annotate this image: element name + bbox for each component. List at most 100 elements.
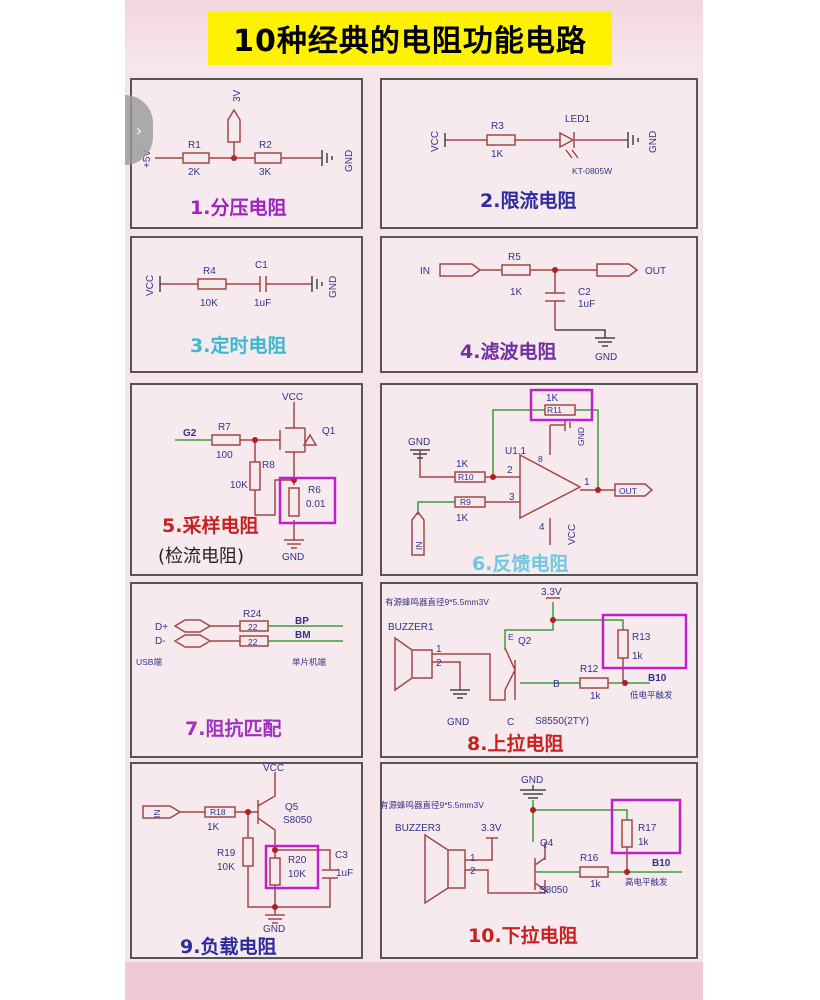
panel-title: 8.上拉电阻 xyxy=(467,732,563,755)
label: R11 xyxy=(547,405,562,415)
label: VCC xyxy=(430,131,441,152)
label: GND xyxy=(595,352,617,363)
label: 4 xyxy=(539,522,545,533)
panel-title: 6.反馈电阻 xyxy=(472,552,568,575)
label: R1 xyxy=(188,140,201,151)
label: 3V xyxy=(232,89,243,102)
label: 低电平触发 xyxy=(630,690,673,700)
label: BUZZER1 xyxy=(388,622,434,633)
label: R10 xyxy=(458,472,474,482)
label: E xyxy=(508,632,514,642)
label: 2K xyxy=(188,167,201,178)
panel-filter xyxy=(380,236,698,373)
label: 2 xyxy=(436,658,442,669)
label: BUZZER3 xyxy=(395,823,441,834)
label: 1k xyxy=(590,879,602,890)
panel-pullup xyxy=(380,582,698,758)
label: 22 xyxy=(248,622,258,632)
label: R6 xyxy=(308,485,321,496)
panel-title: 5.采样电阻 xyxy=(162,514,258,537)
label: B xyxy=(553,679,560,690)
circuit-9: VCC IN R18 1K Q5 S8050 R19 10K R20 10K C… xyxy=(142,763,353,958)
label: GND xyxy=(263,924,285,935)
label: GND xyxy=(344,150,355,172)
label: 1K xyxy=(456,513,469,524)
panel-title: 3.定时电阻 xyxy=(190,334,286,357)
label: R3 xyxy=(491,121,504,132)
label: B10 xyxy=(648,673,667,684)
label: C2 xyxy=(578,287,591,298)
label: 1K xyxy=(510,287,523,298)
label: R9 xyxy=(460,497,471,507)
label: OUT xyxy=(619,486,637,496)
label: VCC xyxy=(263,763,284,774)
label: 22 xyxy=(248,637,258,647)
label: 10K xyxy=(217,862,235,873)
label: OUT xyxy=(645,266,666,277)
label: Q2 xyxy=(518,636,532,647)
circuit-10: GND 有源蜂鸣器直径9*5.5mm3V BUZZER3 3.3V 1 2 Q4… xyxy=(380,775,682,947)
label: GND xyxy=(576,427,586,446)
label: GND xyxy=(521,775,543,786)
panel-current-limit xyxy=(380,78,698,229)
label: B10 xyxy=(652,858,671,869)
panel-title: 7.阻抗匹配 xyxy=(185,717,281,740)
label: Q4 xyxy=(540,838,554,849)
label: GND xyxy=(282,552,304,563)
label: +5V xyxy=(142,150,153,168)
label: Q1 xyxy=(322,426,336,437)
label: S8550(2TY) xyxy=(535,716,589,727)
page-title: 10种经典的电阻功能电路 xyxy=(233,24,587,59)
label: S8050 xyxy=(283,815,312,826)
label: IN xyxy=(152,810,162,819)
label: 10K xyxy=(200,298,218,309)
label: 1 xyxy=(436,644,442,655)
label: 2 xyxy=(507,465,513,476)
label: 1 xyxy=(470,853,476,864)
label: 1k xyxy=(638,837,650,848)
label: R12 xyxy=(580,664,599,675)
panel-title: 2.限流电阻 xyxy=(480,189,576,212)
circuit-5: VCC G2 R7 100 Q1 R8 10K R6 0.01 GND 5.采样… xyxy=(158,392,337,567)
label: R17 xyxy=(638,823,657,834)
label: 100 xyxy=(216,450,233,461)
panel-voltage-divider xyxy=(130,78,363,229)
label: GND xyxy=(648,131,659,153)
circuit-1: +5V R1 2K R2 3K 3V GND 1.分压电阻 xyxy=(142,89,355,219)
bottom-band xyxy=(125,962,703,1000)
label: C xyxy=(507,717,514,728)
label: 0.01 xyxy=(306,499,326,510)
label: 3K xyxy=(259,167,272,178)
label: R5 xyxy=(508,252,521,263)
label: R4 xyxy=(203,266,216,277)
label: 单片机端 xyxy=(292,657,327,667)
label: GND xyxy=(408,437,430,448)
label: 有源蜂鸣器直径9*5.5mm3V xyxy=(380,800,484,810)
panel-pulldown xyxy=(380,762,698,959)
label: 3.3V xyxy=(541,587,562,598)
label: 1k xyxy=(590,691,602,702)
label: R19 xyxy=(217,848,236,859)
label: R24 xyxy=(243,609,262,620)
label: G2 xyxy=(183,428,197,439)
label: 3 xyxy=(509,492,515,503)
label: BM xyxy=(295,630,311,641)
label: 1 xyxy=(584,477,590,488)
label: VCC xyxy=(145,275,156,296)
label: BP xyxy=(295,616,309,627)
label: 1K xyxy=(456,459,469,470)
circuit-8: 有源蜂鸣器直径9*5.5mm3V 3.3V BUZZER1 1 2 Q2 B R… xyxy=(385,587,688,755)
label: C3 xyxy=(335,850,348,861)
label: R8 xyxy=(262,460,275,471)
label: R13 xyxy=(632,632,651,643)
circuit-3: VCC R4 10K C1 1uF GND 3.定时电阻 xyxy=(145,260,339,357)
label: 8 xyxy=(538,454,543,464)
panel-sampling xyxy=(130,383,363,576)
label: IN xyxy=(414,542,424,551)
label: VCC xyxy=(282,392,303,403)
label: S8050 xyxy=(539,885,568,896)
label: 1k xyxy=(632,651,644,662)
panel-impedance xyxy=(130,582,363,758)
label: D- xyxy=(155,636,166,647)
